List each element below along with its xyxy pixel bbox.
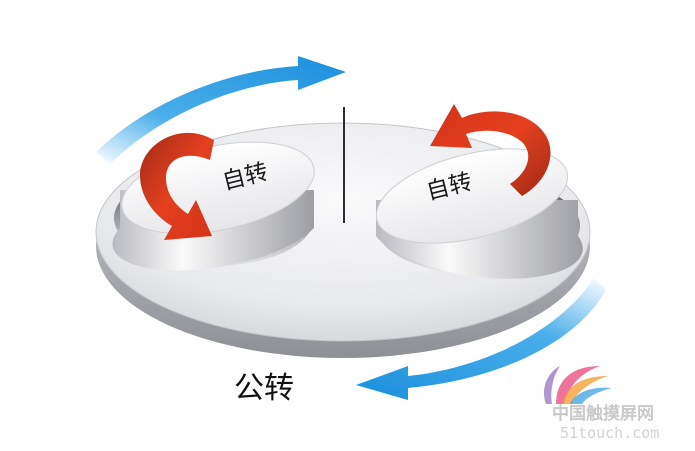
rotation-arrow-left: [140, 132, 214, 240]
rotation-arrow-right-shape: [430, 104, 551, 196]
rotation-arrow-left-shape: [140, 132, 214, 240]
right-cylinder: [375, 148, 583, 279]
revolution-arrow-bottom-shape: [356, 278, 606, 400]
watermark-logo-icon: [543, 366, 612, 404]
right-cylinder-top: [375, 148, 569, 244]
revolution-arrow-top: [96, 56, 346, 164]
revolution-arrow-bottom: [356, 278, 606, 400]
rotation-arrow-right: [430, 104, 551, 196]
watermark-url: 51touch.com: [560, 424, 659, 442]
watermark: 中国触摸屏网 51touch.com: [543, 366, 659, 442]
revolution-arrow-top-shape: [96, 56, 346, 164]
watermark-site-name: 中国触摸屏网: [552, 403, 654, 424]
revolution-label: 公转: [234, 371, 294, 406]
